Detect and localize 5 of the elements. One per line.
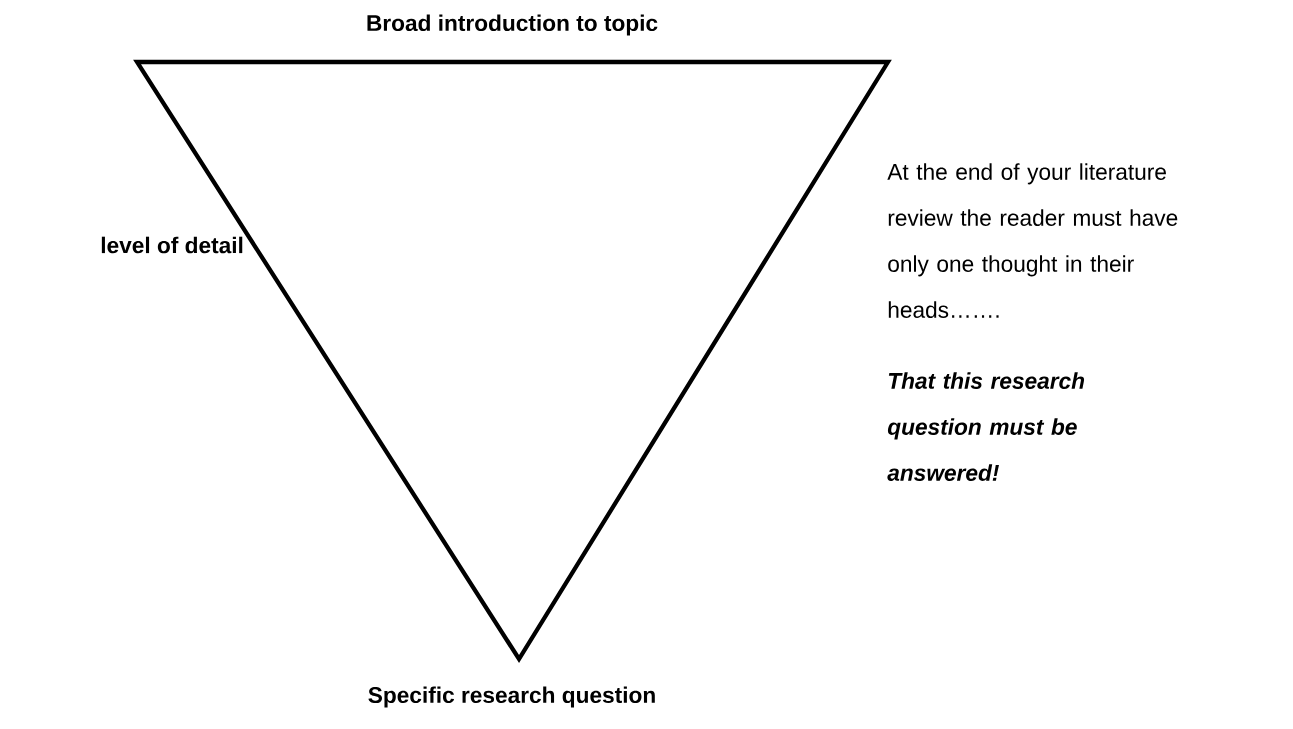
bottom-text: Specific research question bbox=[368, 686, 655, 708]
heading-text: Broad introduction to topic bbox=[367, 14, 658, 36]
note-text: At the end of your literature review the reader must have only one thought in their heads……. bbox=[887, 163, 1178, 318]
emphasis-text: That this research question must be answered! bbox=[887, 372, 1085, 481]
axis-label: level of detail bbox=[101, 236, 243, 254]
